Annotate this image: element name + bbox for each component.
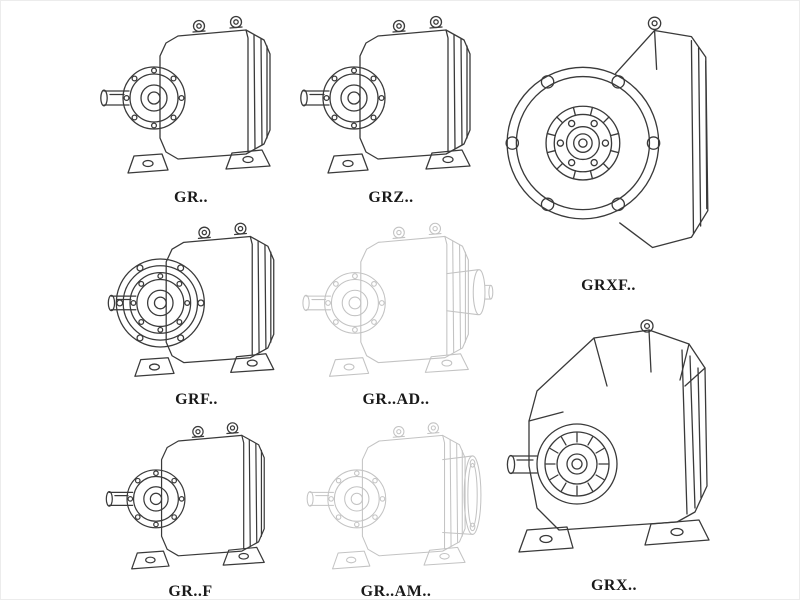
- product-label-grf: GRF..: [175, 391, 218, 408]
- gearbox-drawing-grx: [499, 301, 729, 575]
- gearbox-drawing-grxf: [501, 3, 716, 275]
- gearbox-drawing-grf: [99, 213, 294, 389]
- product-cell-grxf: GRXF..: [501, 3, 716, 295]
- product-cell-gram: GR..AM..: [296, 413, 496, 600]
- product-cell-gr: GR..: [96, 5, 286, 207]
- gearbox-drawing-gram: [296, 413, 496, 581]
- product-cell-grdotf: GR..F: [93, 413, 288, 600]
- product-label-gram: GR..AM..: [360, 583, 432, 600]
- product-cell-grz: GRZ..: [296, 5, 486, 207]
- product-cell-grx: GRX..: [499, 301, 729, 595]
- gearbox-drawing-grad: [296, 213, 496, 389]
- product-cell-grf: GRF..: [99, 213, 294, 409]
- gearbox-drawing-grz: [296, 5, 486, 187]
- product-label-gr: GR..: [174, 189, 208, 206]
- gearbox-drawing-grdotf: [93, 413, 288, 581]
- product-label-grx: GRX..: [590, 577, 638, 594]
- product-cell-grad: GR..AD..: [296, 213, 496, 409]
- product-label-grdotf: GR..F: [168, 583, 213, 600]
- gearbox-drawing-gr: [96, 5, 286, 187]
- product-label-grad: GR..AD..: [362, 391, 430, 408]
- product-label-grxf: GRXF..: [581, 277, 636, 294]
- product-label-grz: GRZ..: [368, 189, 414, 206]
